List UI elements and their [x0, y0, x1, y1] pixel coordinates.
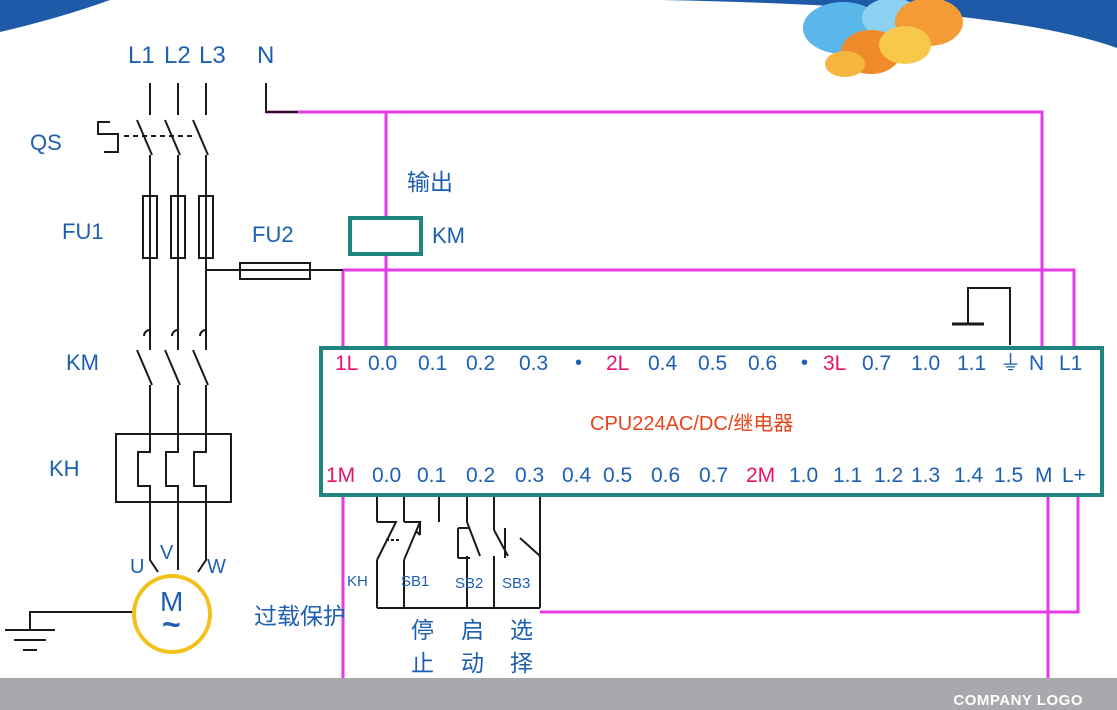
plc-top-terminal-16: N [1029, 352, 1045, 375]
plc-top-terminal-17: L1 [1059, 352, 1083, 375]
fu1-label: FU1 [62, 219, 104, 244]
motor-u-label: U [130, 556, 145, 578]
plc-bottom-terminal-8: 0.7 [699, 464, 729, 487]
select-char-1: 选 [510, 618, 533, 644]
supply-label-l3: L3 [199, 42, 226, 69]
plc-bottom-terminal-13: 1.3 [911, 464, 941, 487]
plc-bottom-terminal-1: 0.0 [372, 464, 402, 487]
stop-char-2: 止 [411, 651, 434, 677]
start-char-2: 动 [461, 651, 484, 677]
plc-bottom-terminal-16: M [1035, 464, 1053, 487]
plc-top-terminal-0: 1L [335, 352, 359, 375]
plc-top-terminal-1: 0.0 [368, 352, 398, 375]
plc-top-terminal-4: 0.3 [519, 352, 549, 375]
plc-bottom-terminal-5: 0.4 [562, 464, 592, 487]
plc-bottom-terminal-10: 1.0 [789, 464, 819, 487]
plc-top-terminal-6: 2L [606, 352, 630, 375]
plc-bottom-terminal-9: 2M [746, 464, 776, 487]
select-char-2: 择 [510, 651, 533, 677]
sb1-label: SB1 [401, 573, 430, 590]
plc-bottom-terminal-6: 0.5 [603, 464, 633, 487]
sb3-label: SB3 [502, 575, 531, 592]
power-circuit [5, 83, 1011, 651]
plc-bottom-terminal-7: 0.6 [651, 464, 681, 487]
kh-contact-label: KH [347, 573, 368, 590]
plc-top-terminal-7: 0.4 [648, 352, 678, 375]
start-char-1: 启 [461, 618, 484, 644]
header-decoration [0, 0, 1117, 77]
plc-bottom-terminal-15: 1.5 [994, 464, 1024, 487]
plc-top-terminal-5: • [575, 352, 583, 374]
plc-top-terminal-12: 0.7 [862, 352, 892, 375]
footer-bar [0, 678, 1117, 710]
plc-wiring [266, 110, 1080, 699]
plc-bottom-terminal-0: 1M [326, 464, 356, 487]
plc-top-terminal-15: ⏚ [1000, 352, 1021, 375]
km-contact-label: KM [66, 350, 99, 375]
output-label: 输出 [407, 170, 453, 196]
plc-top-terminal-14: 1.1 [957, 352, 987, 375]
plc-bottom-terminal-17: L+ [1062, 464, 1086, 487]
stop-char-1: 停 [411, 618, 434, 644]
km-coil [348, 216, 423, 256]
km-coil-label: KM [432, 223, 465, 248]
plc-bottom-terminal-11: 1.1 [833, 464, 863, 487]
sb2-label: SB2 [455, 575, 484, 592]
company-logo: COMPANY LOGO [953, 692, 1083, 709]
plc-top-terminal-13: 1.0 [911, 352, 941, 375]
plc-top-terminal-3: 0.2 [466, 352, 496, 375]
plc-model-label: CPU224AC/DC/继电器 [590, 413, 794, 435]
motor-w-label: W [207, 556, 226, 578]
supply-label-n: N [257, 42, 275, 69]
plc-top-terminal-9: 0.6 [748, 352, 778, 375]
plc-top-terminal-2: 0.1 [418, 352, 448, 375]
plc-bottom-terminal-12: 1.2 [874, 464, 904, 487]
speech-bubbles-icon [803, 0, 963, 77]
motor-v-label: V [160, 542, 174, 564]
supply-label-l1: L1 [128, 42, 155, 69]
plc-top-terminal-11: 3L [823, 352, 847, 375]
overload-label: 过载保护 [254, 604, 346, 630]
plc-bottom-terminal-3: 0.2 [466, 464, 496, 487]
plc-module [319, 346, 1104, 497]
supply-label-l2: L2 [164, 42, 191, 69]
plc-top-terminal-10: • [801, 352, 809, 374]
motor-tilde: ~ [162, 606, 181, 642]
plc-bottom-terminal-4: 0.3 [515, 464, 545, 487]
plc-bottom-terminal-2: 0.1 [417, 464, 447, 487]
kh-label: KH [49, 456, 80, 481]
plc-bottom-terminal-14: 1.4 [954, 464, 984, 487]
fu2-label: FU2 [252, 222, 294, 247]
qs-label: QS [30, 130, 62, 155]
plc-top-terminal-8: 0.5 [698, 352, 728, 375]
motor-icon [132, 574, 212, 654]
motor-symbol: M [160, 586, 184, 617]
